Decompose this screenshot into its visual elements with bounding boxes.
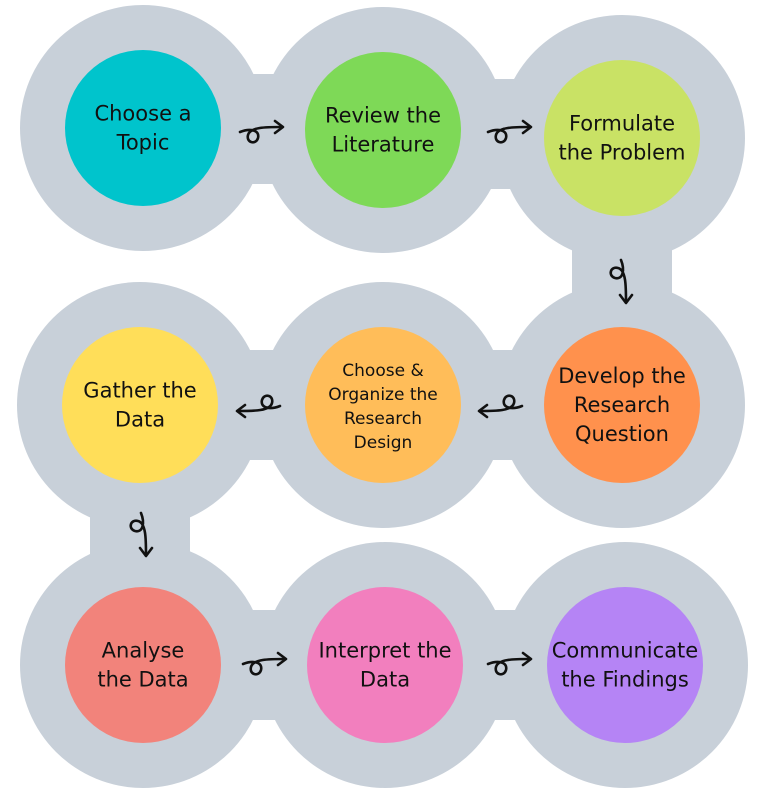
step-circle — [544, 327, 700, 483]
step-node: Analyse the Data — [65, 587, 221, 743]
loop-arrow-icon — [241, 651, 288, 676]
step-circle — [62, 327, 218, 483]
loop-arrow-icon — [129, 511, 154, 558]
step-circle — [547, 587, 703, 743]
loop-arrow-icon — [477, 394, 524, 419]
step-circle — [307, 587, 463, 743]
step-label-line: Data — [360, 668, 410, 692]
step-label-line: Communicate — [552, 639, 698, 663]
step-node: Formulate the Problem — [544, 60, 700, 216]
step-label-line: Research — [574, 393, 670, 417]
step-circle — [305, 327, 461, 483]
step-label-line: Analyse — [102, 639, 185, 663]
step-label-line: Choose & — [342, 361, 423, 381]
step-label: Analyse the Data — [97, 639, 188, 692]
step-label-line: Review the — [325, 104, 441, 128]
loop-arrow-icon — [238, 119, 285, 144]
step-label-line: Choose a — [94, 102, 191, 126]
step-circle — [65, 50, 221, 206]
step-circle — [305, 52, 461, 208]
loop-arrow-icon — [235, 394, 282, 419]
step-label-line: Formulate — [569, 112, 675, 136]
step-node: Choose a Topic — [65, 50, 221, 206]
loop-arrow-icon — [609, 258, 634, 305]
step-circle — [544, 60, 700, 216]
step-label: Choose a Topic — [94, 102, 191, 155]
step-label-line: Topic — [116, 131, 170, 155]
step-label-line: Data — [115, 408, 165, 432]
step-label-line: Research — [344, 409, 422, 429]
step-label: Formulate the Problem — [559, 112, 686, 165]
step-label-line: the Findings — [561, 668, 689, 692]
step-label-line: Develop the — [558, 364, 686, 388]
step-label-line: Literature — [332, 133, 435, 157]
step-label: Communicate the Findings — [552, 639, 698, 692]
step-label-line: Organize the — [328, 385, 437, 405]
loop-arrow-icon — [486, 119, 533, 144]
step-label-line: the Data — [97, 668, 188, 692]
step-node: Communicate the Findings — [547, 587, 703, 743]
step-label-line: Design — [354, 433, 413, 453]
step-circle — [65, 587, 221, 743]
step-label-line: the Problem — [559, 141, 686, 165]
step-label-line: Gather the — [83, 379, 196, 403]
step-label-line: Question — [575, 422, 669, 446]
loop-arrow-icon — [486, 651, 533, 676]
step-label-line: Interpret the — [318, 639, 451, 663]
